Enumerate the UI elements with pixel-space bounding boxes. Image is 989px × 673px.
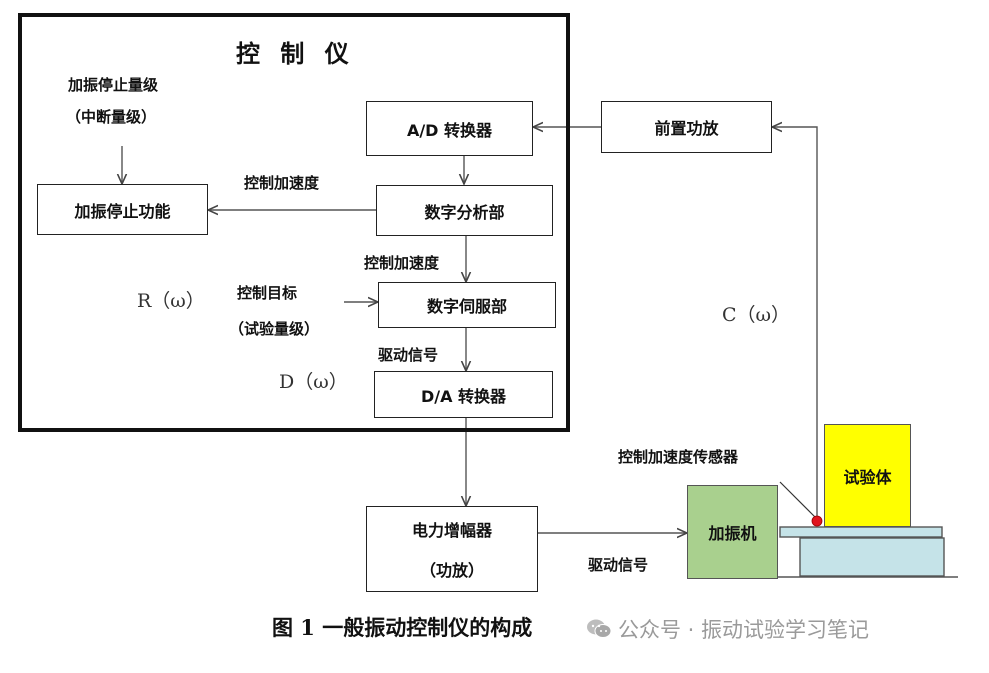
ad-converter-box: A/D 转换器 (366, 101, 533, 156)
stop-level-label: 加振停止量级 (68, 76, 159, 94)
arrow-sensor-to-preamp (772, 127, 818, 520)
ad-converter-label: A/D 转换器 (406, 120, 493, 140)
shaker-base (799, 537, 945, 577)
da-converter-label: D/A 转换器 (420, 386, 507, 406)
signal-d: D（ω） (279, 371, 348, 393)
test-level-label: （试验量级） (229, 320, 320, 338)
sensor-label: 控制加速度传感器 (618, 448, 739, 466)
digital-servo-box: 数字伺服部 (378, 282, 556, 328)
wechat-icon (587, 619, 612, 638)
preamp-label: 前置功放 (654, 119, 719, 138)
controller-frame (18, 13, 570, 432)
digital-servo-label: 数字伺服部 (426, 297, 507, 316)
specimen-box: 试验体 (824, 424, 911, 527)
specimen-label: 试验体 (843, 467, 892, 487)
shaker-table-top (779, 526, 943, 538)
drive-signal-label-1: 驱动信号 (378, 346, 439, 364)
drive-signal-label-2: 驱动信号 (588, 556, 649, 574)
da-converter-box: D/A 转换器 (374, 371, 553, 418)
preamp-box: 前置功放 (601, 101, 772, 153)
power-amp-sub-label: （功放） (419, 561, 484, 580)
stop-function-box: 加振停止功能 (37, 184, 208, 235)
interrupt-level-label: （中断量级） (66, 108, 157, 126)
control-accel-label-2: 控制加速度 (364, 254, 440, 272)
power-amp-box: 电力增幅器 （功放） (366, 506, 538, 592)
controller-title: 控 制 仪 (236, 40, 355, 68)
signal-r: R（ω） (137, 290, 205, 312)
sensor-dot (811, 515, 823, 527)
control-target-label: 控制目标 (237, 284, 298, 302)
watermark-text: 公众号 · 振动试验学习笔记 (618, 618, 870, 642)
power-amp-label: 电力增幅器 (411, 521, 492, 540)
shaker-label: 加振机 (708, 524, 757, 543)
sensor-leader (779, 481, 817, 519)
digital-analysis-label: 数字分析部 (424, 202, 505, 222)
figure-caption: 图 1 一般振动控制仪的构成 (272, 615, 533, 640)
control-accel-label-1: 控制加速度 (244, 174, 320, 192)
signal-c: C（ω） (722, 304, 791, 326)
shaker-box: 加振机 (687, 485, 778, 579)
stop-function-label: 加振停止功能 (74, 201, 171, 221)
digital-analysis-box: 数字分析部 (376, 185, 553, 236)
